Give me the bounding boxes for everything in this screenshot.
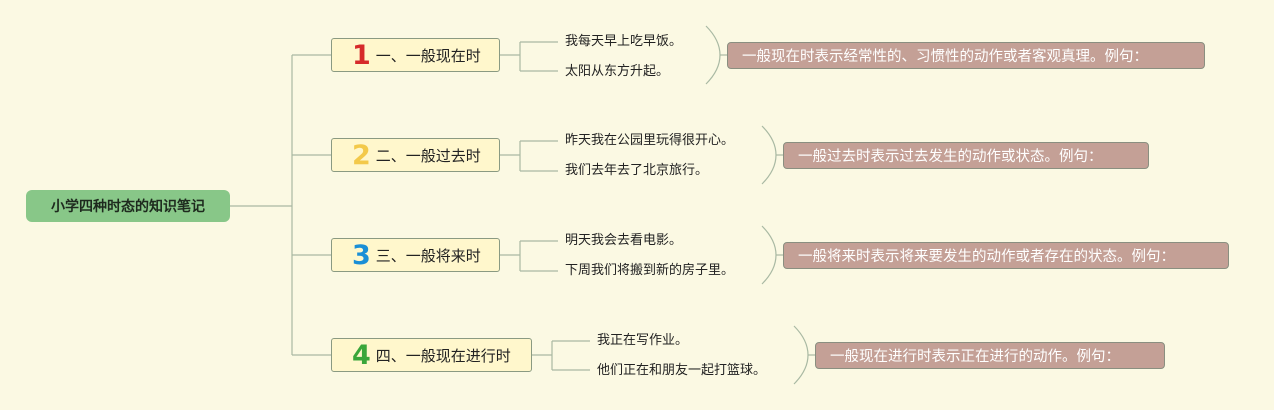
connector-examples-2 (500, 140, 558, 172)
summary-note[interactable]: 一般现在进行时表示正在进行的动作。例句： (815, 342, 1165, 369)
example-item[interactable]: 他们正在和朋友一起打篮球。 (597, 363, 767, 378)
branch-label: 一、一般现在时 (375, 46, 481, 65)
root-topic[interactable]: 小学四种时态的知识笔记 (26, 190, 230, 222)
example-item[interactable]: 太阳从东方升起。 (565, 64, 670, 79)
example-item[interactable]: 我正在写作业。 (597, 333, 689, 348)
branch-present-simple[interactable]: 1 一、一般现在时 (331, 38, 500, 72)
example-item[interactable]: 昨天我在公园里玩得很开心。 (565, 133, 735, 148)
connector-examples-3 (500, 240, 558, 272)
branch-past-simple[interactable]: 2 二、一般过去时 (331, 138, 500, 172)
example-item[interactable]: 下周我们将搬到新的房子里。 (565, 263, 735, 278)
summary-note[interactable]: 一般现在时表示经常性的、习惯性的动作或者客观真理。例句： (727, 42, 1205, 69)
connector-examples-1 (500, 41, 558, 72)
branch-label: 四、一般现在进行时 (375, 346, 511, 365)
branch-label: 三、一般将来时 (375, 246, 481, 265)
example-item[interactable]: 我们去年去了北京旅行。 (565, 163, 709, 178)
number-2-icon: 2 (352, 139, 371, 171)
branch-present-continuous[interactable]: 4 四、一般现在进行时 (331, 338, 532, 372)
number-1-icon: 1 (352, 39, 371, 71)
summary-note[interactable]: 一般过去时表示过去发生的动作或状态。例句： (783, 142, 1149, 169)
summary-note[interactable]: 一般将来时表示将来要发生的动作或者存在的状态。例句： (783, 242, 1229, 269)
connector-examples-4 (532, 340, 590, 371)
branch-label: 二、一般过去时 (375, 146, 481, 165)
example-item[interactable]: 明天我会去看电影。 (565, 233, 683, 248)
number-4-icon: 4 (352, 339, 371, 371)
number-3-icon: 3 (352, 239, 371, 271)
branch-future-simple[interactable]: 3 三、一般将来时 (331, 238, 500, 272)
example-item[interactable]: 我每天早上吃早饭。 (565, 34, 683, 49)
